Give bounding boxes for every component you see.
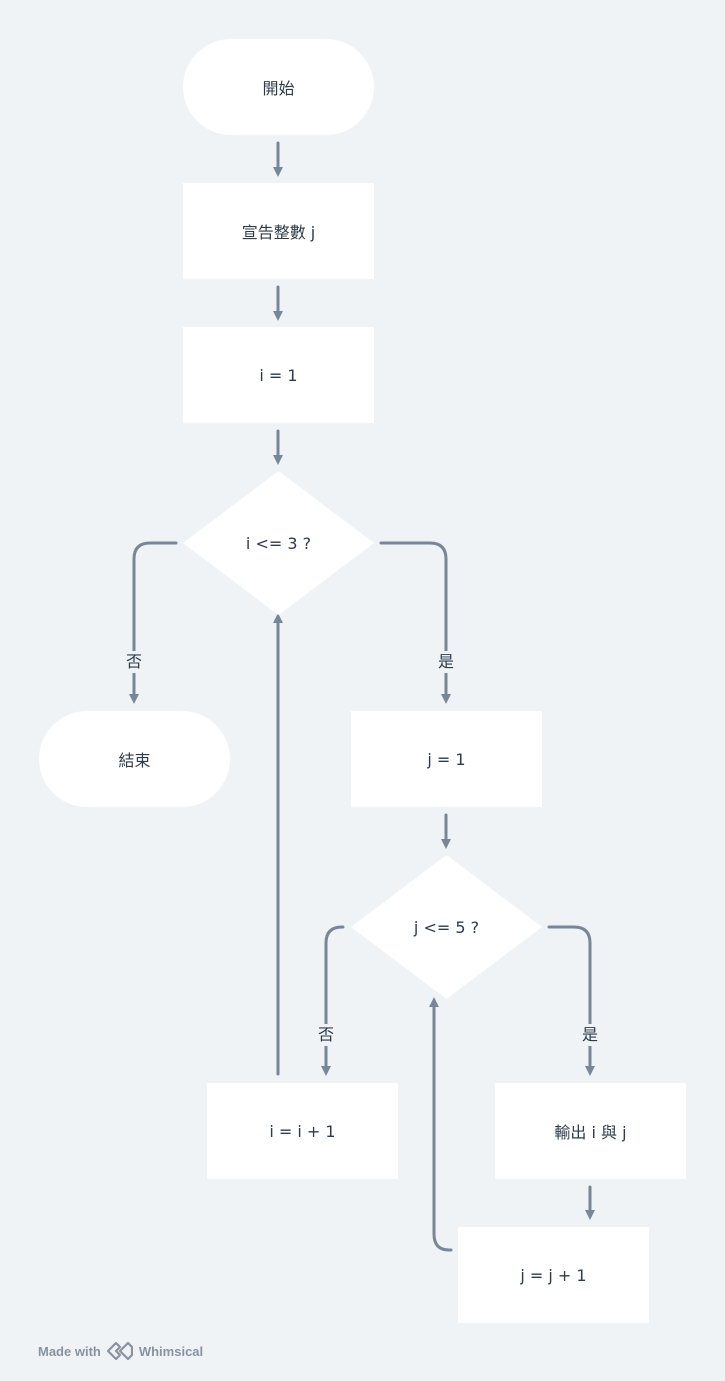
cond-i-yes-label: 是 (435, 651, 457, 673)
end-label: 結束 (118, 751, 151, 770)
inc-i-label: i = i + 1 (269, 1121, 336, 1141)
cond-i-diamond-shape (183, 471, 374, 615)
cond-j-label: j <= 5 ? (413, 917, 480, 937)
edge-cond-j-yes-to-output (547, 925, 595, 1076)
inc-j-label: j = j + 1 (520, 1265, 587, 1285)
edge-cond-i-no-to-end (129, 541, 178, 704)
inc-i-node: i = i + 1 (207, 1083, 398, 1179)
declare-label: 宣告整數 j (241, 223, 316, 242)
init-i-node: i = 1 (183, 327, 374, 423)
cond-i-decision: i <= 3 ? (183, 471, 374, 615)
made-with-whimsical-footer[interactable]: Made with Whimsical (38, 1341, 204, 1361)
cond-i-no-label: 否 (123, 651, 145, 673)
start-label: 開始 (262, 79, 295, 98)
init-j-node: j = 1 (351, 711, 542, 807)
declare-node: 宣告整數 j (183, 183, 374, 279)
inc-j-node: j = j + 1 (458, 1227, 649, 1323)
edge-cond-i-yes-to-init-j (379, 541, 451, 704)
made-with-label: Made with (38, 1343, 101, 1359)
edge-cond-j-no-to-inc-i (321, 925, 345, 1076)
edge-inc-j-back-to-cond-j (429, 997, 453, 1252)
output-node: 輸出 i 與 j (495, 1083, 686, 1179)
whimsical-logo-icon (106, 1341, 133, 1361)
start-node: 開始 (183, 39, 374, 135)
init-i-label: i = 1 (259, 365, 298, 385)
whimsical-brand-label: Whimsical (138, 1343, 204, 1359)
cond-i-label: i <= 3 ? (245, 533, 312, 553)
cond-j-yes-label: 是 (579, 1024, 601, 1046)
cond-j-decision: j <= 5 ? (351, 855, 542, 999)
cond-j-no-label: 否 (315, 1024, 337, 1046)
init-j-label: j = 1 (427, 749, 466, 769)
output-label: 輸出 i 與 j (554, 1123, 627, 1142)
end-node: 結束 (39, 711, 230, 807)
cond-j-diamond-shape (351, 855, 542, 999)
